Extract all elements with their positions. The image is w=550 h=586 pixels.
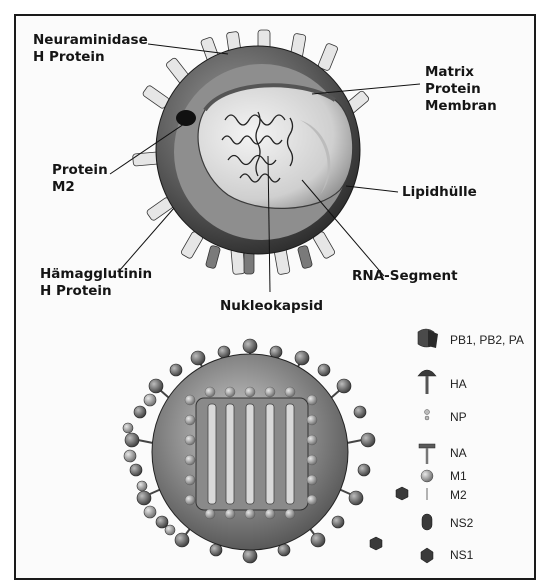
label-haemagglutinin-line1: Hämagglutinin [40, 266, 152, 283]
legend-na: NA [450, 446, 467, 460]
matrix-protein-icon [421, 470, 433, 482]
hemagglutinin-icon [418, 370, 436, 394]
label-rna-segment: RNA-Segment [352, 268, 458, 285]
upper-virion [133, 30, 370, 275]
legend-pb-pa: PB1, PB2, PA [450, 333, 524, 347]
legend-ns1: NS1 [450, 548, 473, 562]
legend-icons [418, 329, 438, 563]
label-protein-m2-line2: M2 [52, 179, 108, 196]
label-haemagglutinin-line2: H Protein [40, 283, 152, 300]
label-neuraminidase-line1: Neuraminidase [33, 32, 148, 49]
label-matrix: Matrix Protein Membran [425, 64, 497, 115]
ns1-icon [421, 548, 433, 563]
label-haemagglutinin: Hämagglutinin H Protein [40, 266, 152, 300]
label-protein-m2: Protein M2 [52, 162, 108, 196]
label-matrix-line3: Membran [425, 98, 497, 115]
ns2-icon [422, 514, 432, 530]
label-matrix-line2: Protein [425, 81, 497, 98]
polymerase-complex-icon [418, 329, 438, 348]
label-nukleokapsid: Nukleokapsid [220, 298, 323, 315]
neuraminidase-icon [419, 444, 435, 464]
label-lipidhuelle: Lipidhülle [402, 184, 477, 201]
legend-ha: HA [450, 377, 467, 391]
label-matrix-line1: Matrix [425, 64, 497, 81]
legend-np: NP [450, 410, 467, 424]
lower-virion [123, 339, 408, 563]
label-protein-m2-line1: Protein [52, 162, 108, 179]
m2-protein-blob [176, 110, 196, 126]
legend-m2: M2 [450, 488, 467, 502]
legend-ns2: NS2 [450, 516, 473, 530]
label-neuraminidase: Neuraminidase H Protein [33, 32, 148, 66]
legend-m1: M1 [450, 469, 467, 483]
label-neuraminidase-line2: H Protein [33, 49, 148, 66]
nucleoprotein-icon [425, 410, 430, 421]
